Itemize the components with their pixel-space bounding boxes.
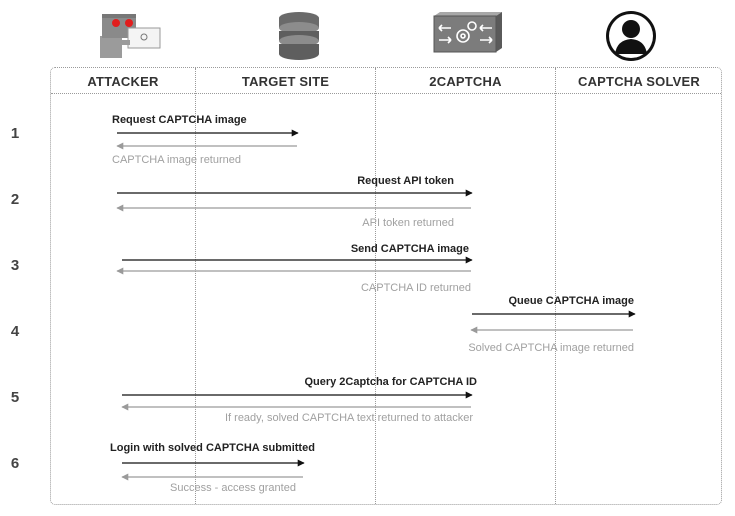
step-5-response-label: If ready, solved CAPTCHA text returned t… (224, 412, 473, 424)
database-icon (276, 10, 322, 65)
step-number-4: 4 (10, 323, 20, 340)
robot-icon (98, 10, 164, 65)
step-number-3: 3 (10, 257, 20, 274)
step-number-5: 5 (10, 389, 20, 406)
step-number-2: 2 (10, 191, 20, 208)
step-6-request-label: Login with solved CAPTCHA submitted (110, 442, 315, 454)
lane-divider-3 (555, 68, 556, 504)
step-4-request-label: Queue CAPTCHA image (508, 295, 634, 307)
sequence-frame (50, 67, 722, 505)
step-4-response-label: Solved CAPTCHA image returned (468, 342, 634, 354)
step-3-response-label: CAPTCHA ID returned (360, 282, 471, 294)
column-header-attacker: ATTACKER (87, 74, 159, 89)
server-gear-icon (430, 10, 504, 61)
step-3-request-label: Send CAPTCHA image (350, 243, 469, 255)
step-5-request-label: Query 2Captcha for CAPTCHA ID (304, 376, 477, 388)
lane-divider-2 (375, 68, 376, 504)
step-number-1: 1 (10, 125, 20, 142)
step-1-response-label: CAPTCHA image returned (112, 154, 241, 166)
header-separator (51, 93, 721, 94)
step-6-response-label: Success - access granted (170, 482, 296, 494)
step-2-request-label: Request API token (357, 175, 454, 187)
step-2-response-label: API token returned (362, 217, 454, 229)
lane-divider-1 (195, 68, 196, 504)
step-number-6: 6 (10, 455, 20, 472)
column-header-2captcha: 2CAPTCHA (429, 74, 502, 89)
column-header-captcha-solver: CAPTCHA SOLVER (578, 74, 700, 89)
step-1-request-label: Request CAPTCHA image (112, 114, 247, 126)
person-silhouette-icon (605, 10, 657, 67)
column-header-target-site: TARGET SITE (241, 74, 330, 89)
